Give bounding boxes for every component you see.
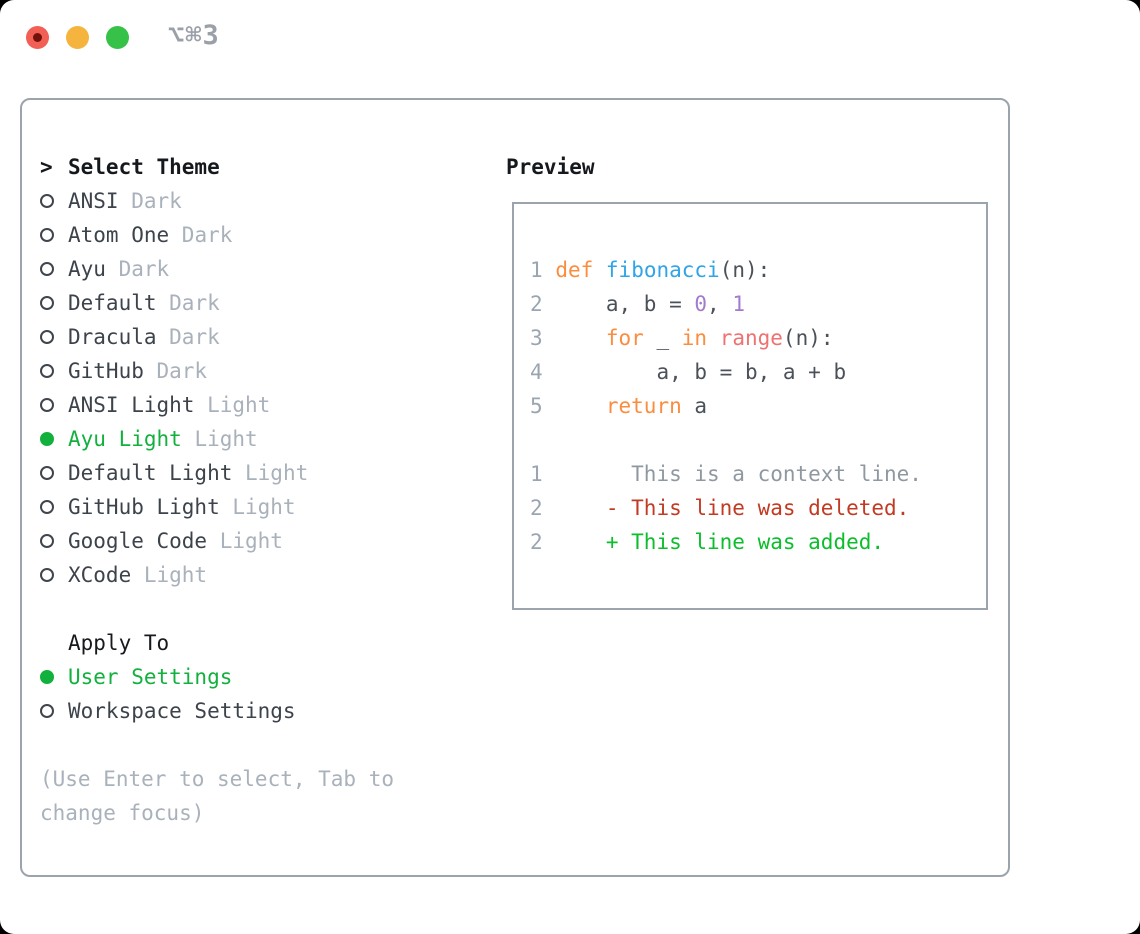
theme-name: ANSI Light — [68, 393, 195, 417]
code-line: 3 for _ in range(n): — [530, 326, 834, 350]
theme-option[interactable]: ANSI Light Light — [40, 388, 394, 422]
theme-name: XCode — [68, 563, 132, 587]
theme-variant: Dark — [131, 189, 182, 213]
radio-icon — [40, 670, 54, 684]
radio-icon — [40, 330, 54, 344]
apply-to-list: User Settings Workspace Settings — [40, 660, 394, 728]
code-line — [530, 423, 986, 457]
zoom-button[interactable] — [106, 26, 129, 49]
code-line: 5 return a — [530, 394, 708, 418]
radio-icon — [40, 534, 54, 548]
radio-icon — [40, 262, 54, 276]
line-number: 1 — [530, 258, 543, 282]
theme-option[interactable]: Google Code Light — [40, 524, 394, 558]
theme-option[interactable]: GitHub Dark — [40, 354, 394, 388]
theme-option[interactable]: Default Light Light — [40, 456, 394, 490]
radio-icon — [40, 194, 54, 208]
theme-variant: Light — [143, 563, 208, 587]
line-number: 2 — [530, 530, 543, 554]
code-line: 2 a, b = 0, 1 — [530, 292, 745, 316]
theme-variant: Light — [232, 495, 296, 519]
theme-option[interactable]: ANSI Dark — [40, 184, 394, 218]
theme-name: Ayu — [68, 257, 106, 281]
radio-icon — [40, 364, 54, 378]
titlebar: ⌥⌘3 — [0, 0, 1140, 98]
theme-name: ANSI — [68, 189, 119, 213]
recording-dot-icon — [33, 33, 42, 42]
theme-option[interactable]: XCode Light — [40, 558, 394, 592]
theme-option[interactable]: Ayu Dark — [40, 252, 394, 286]
theme-option[interactable]: Atom One Dark — [40, 218, 394, 252]
line-number: 1 — [530, 462, 543, 486]
code-line: 2 + This line was added. — [530, 530, 885, 554]
line-number: 5 — [530, 394, 543, 418]
apply-option-label: User Settings — [68, 665, 233, 689]
theme-name: Dracula — [68, 325, 157, 349]
radio-icon — [40, 228, 54, 242]
code-line: 1 def fibonacci(n): — [530, 258, 771, 282]
select-theme-header: > Select Theme — [40, 150, 394, 184]
theme-option[interactable]: Ayu Light Light — [40, 422, 394, 456]
theme-variant: Light — [194, 427, 258, 451]
code-line: 4 a, b = b, a + b — [530, 360, 847, 384]
line-number: 2 — [530, 292, 543, 316]
theme-variant: Dark — [169, 291, 220, 315]
radio-icon — [40, 466, 54, 480]
traffic-lights — [26, 26, 129, 49]
theme-name: Atom One — [68, 223, 170, 247]
theme-variant: Light — [207, 393, 271, 417]
minimize-button[interactable] — [66, 26, 89, 49]
radio-icon — [40, 296, 54, 310]
theme-variant: Dark — [156, 359, 208, 383]
window-title: ⌥⌘3 — [168, 20, 220, 51]
apply-option[interactable]: User Settings — [40, 660, 394, 694]
code-line: 1 This is a context line. — [530, 462, 922, 486]
apply-to-label: Apply To — [68, 631, 170, 655]
preview-box: 1 def fibonacci(n): 2 a, b = 0, 1 3 for _ … — [512, 202, 988, 610]
theme-option[interactable]: Default Dark — [40, 286, 394, 320]
theme-name: GitHub — [68, 359, 144, 383]
theme-variant: Dark — [118, 257, 170, 281]
blank-row — [40, 592, 394, 626]
apply-option[interactable]: Workspace Settings — [40, 694, 394, 728]
radio-icon — [40, 432, 54, 446]
theme-variant: Dark — [181, 223, 233, 247]
select-theme-label: Select Theme — [68, 155, 220, 179]
radio-icon — [40, 500, 54, 514]
hint-text: (Use Enter to select, Tab to change focu… — [40, 762, 394, 830]
theme-variant: Light — [245, 461, 309, 485]
theme-variant: Light — [219, 529, 283, 553]
radio-icon — [40, 398, 54, 412]
theme-name: Ayu Light — [68, 427, 182, 451]
theme-option[interactable]: GitHub Light Light — [40, 490, 394, 524]
radio-icon — [40, 568, 54, 582]
code-preview: 1 def fibonacci(n): 2 a, b = 0, 1 3 for _ … — [530, 253, 986, 559]
line-number: 4 — [530, 360, 543, 384]
blank-row — [40, 728, 394, 762]
theme-name: Default — [68, 291, 157, 315]
hint-line-1: (Use Enter to select, Tab to — [40, 767, 395, 791]
code-line: 2 - This line was deleted. — [530, 496, 910, 520]
theme-variant: Dark — [169, 325, 220, 349]
apply-to-header: Apply To — [40, 626, 394, 660]
cursor-prompt-icon: > — [40, 155, 53, 179]
preview-title: Preview — [506, 155, 595, 179]
theme-option[interactable]: Dracula Dark — [40, 320, 394, 354]
theme-name: Google Code — [68, 529, 208, 553]
theme-name: Default Light — [68, 461, 233, 485]
apply-option-label: Workspace Settings — [68, 699, 296, 723]
radio-icon — [40, 704, 54, 718]
line-number: 3 — [530, 326, 543, 350]
theme-name: GitHub Light — [68, 495, 220, 519]
hint-line-2: change focus) — [40, 801, 205, 825]
line-number: 2 — [530, 496, 543, 520]
close-button[interactable] — [26, 26, 49, 49]
